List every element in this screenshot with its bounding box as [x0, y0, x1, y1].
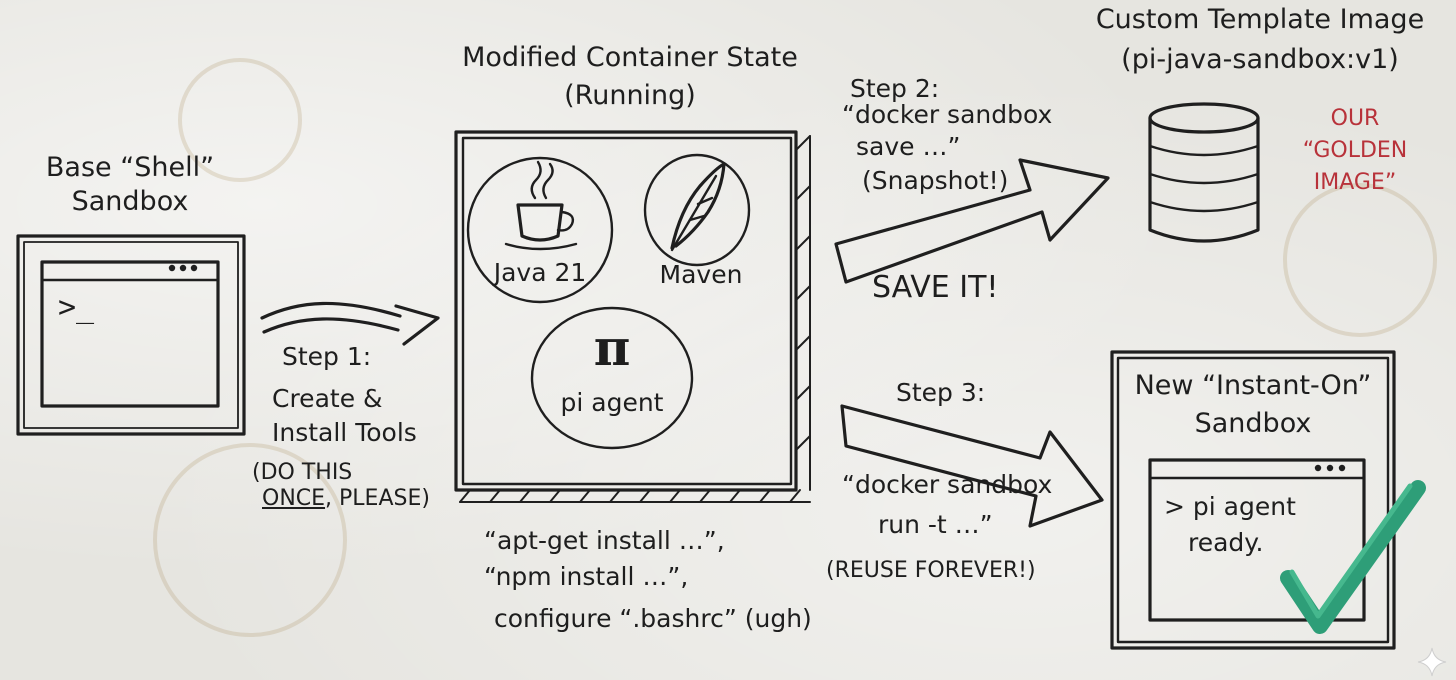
step3-label: Step 3:: [896, 378, 986, 407]
step1-line3: Install Tools: [272, 418, 417, 447]
template-title-line1: Custom Template Image: [1095, 4, 1425, 35]
step3-cmd-line1: “docker sandbox: [842, 470, 1053, 499]
modified-title-line1: Modified Container State: [462, 42, 798, 73]
step1-note-once: ONCE: [262, 486, 326, 511]
coffee-stain: [153, 443, 347, 637]
step2-line2: “docker sandbox: [842, 100, 1053, 129]
feather-icon: [670, 162, 726, 252]
sparkle-icon: [1417, 647, 1447, 677]
coffee-cup-icon: [504, 160, 578, 251]
golden-label-line2: “GOLDEN: [1302, 138, 1408, 163]
terminal-line1: > pi agent: [1164, 492, 1296, 521]
step1-line2: Create &: [272, 384, 383, 413]
step2-line3: save …”: [856, 132, 961, 161]
window-dot-icon: [190, 264, 198, 272]
base-title-line2: Sandbox: [71, 186, 189, 217]
instant-title-line1: New “Instant-On”: [1134, 370, 1372, 401]
step3-cmd-line2: run -t …”: [878, 510, 993, 539]
instant-on-sandbox-box: [1110, 350, 1396, 650]
java-label: Java 21: [493, 258, 587, 287]
template-title-line2: (pi-java-sandbox:v1): [1121, 44, 1399, 75]
pi-circle: [530, 306, 694, 450]
maven-label: Maven: [659, 260, 743, 289]
modified-title-line2: (Running): [564, 80, 696, 111]
window-dot-icon: [1314, 464, 1322, 472]
step1-label: Step 1:: [282, 342, 372, 371]
java-circle: [466, 156, 614, 304]
window-dot-icon: [1338, 464, 1346, 472]
step1-note-line2: ONCE, PLEASE): [262, 486, 430, 512]
step1-note-line1: (DO THIS: [252, 460, 353, 485]
coffee-stain: [1283, 183, 1437, 337]
database-icon: [1148, 102, 1260, 243]
terminal-line2: ready.: [1188, 528, 1264, 557]
modified-cmd-line2: “npm install …”,: [484, 562, 689, 591]
window-dot-icon: [168, 264, 176, 272]
step1-arrow: [260, 301, 440, 346]
instant-title-line2: Sandbox: [1194, 408, 1312, 439]
base-sandbox-window: [16, 234, 246, 436]
modified-container-box: [454, 130, 811, 503]
window-dot-icon: [1326, 464, 1334, 472]
golden-label-line1: OUR: [1330, 106, 1380, 131]
coffee-stain: [178, 58, 302, 182]
step2-line4: (Snapshot!): [862, 166, 1009, 195]
pi-symbol-icon: π: [593, 318, 631, 377]
step3-note: (REUSE FOREVER!): [826, 558, 1036, 583]
modified-cmd-line1: “apt-get install …”,: [484, 526, 725, 555]
save-it-label: SAVE IT!: [872, 270, 999, 305]
step2-arrow: [834, 158, 1110, 284]
step2-label: Step 2:: [850, 74, 940, 103]
base-title-line1: Base “Shell”: [45, 152, 215, 183]
terminal-prompt: >_: [58, 290, 95, 325]
step1-note-rest: , PLEASE): [325, 486, 430, 511]
maven-circle: [643, 153, 751, 267]
green-checkmark-icon: [1280, 480, 1426, 634]
modified-cmd-line3: configure “.bashrc” (ugh): [494, 604, 812, 633]
pi-agent-label: pi agent: [560, 388, 664, 417]
window-dot-icon: [179, 264, 187, 272]
golden-label-line3: IMAGE”: [1313, 170, 1397, 195]
step3-arrow: [840, 404, 1104, 528]
